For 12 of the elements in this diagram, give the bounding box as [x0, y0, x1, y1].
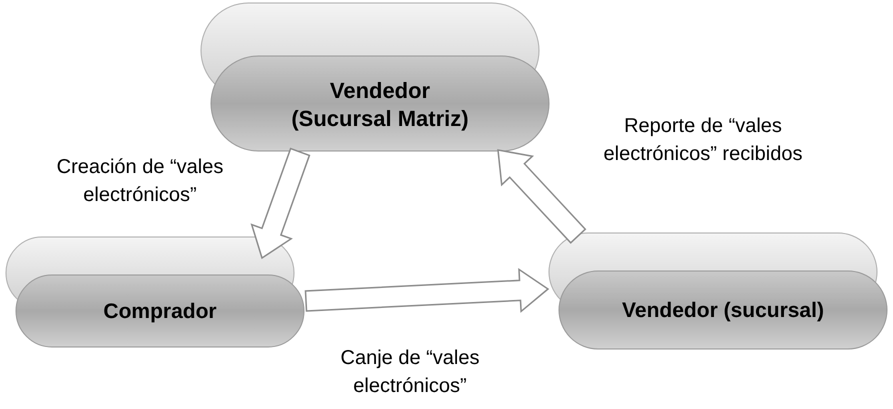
pill-shape — [548, 232, 888, 350]
node-label: Comprador — [102, 298, 218, 325]
block-arrow — [250, 148, 310, 260]
edge-label: Reporte de “vales electrónicos” recibidos — [602, 114, 804, 167]
edge-label: Creación de “vales electrónicos” — [56, 155, 224, 208]
pill-shape — [5, 236, 305, 348]
node-label: Vendedor (sucursal) — [621, 298, 825, 324]
block-arrow — [304, 268, 550, 313]
node-label: Vendedor (Sucursal Matriz) — [290, 77, 470, 132]
edge-label: Canje de “vales electrónicos” — [340, 346, 480, 399]
pill-shape — [200, 2, 550, 152]
block-arrow — [497, 149, 586, 244]
